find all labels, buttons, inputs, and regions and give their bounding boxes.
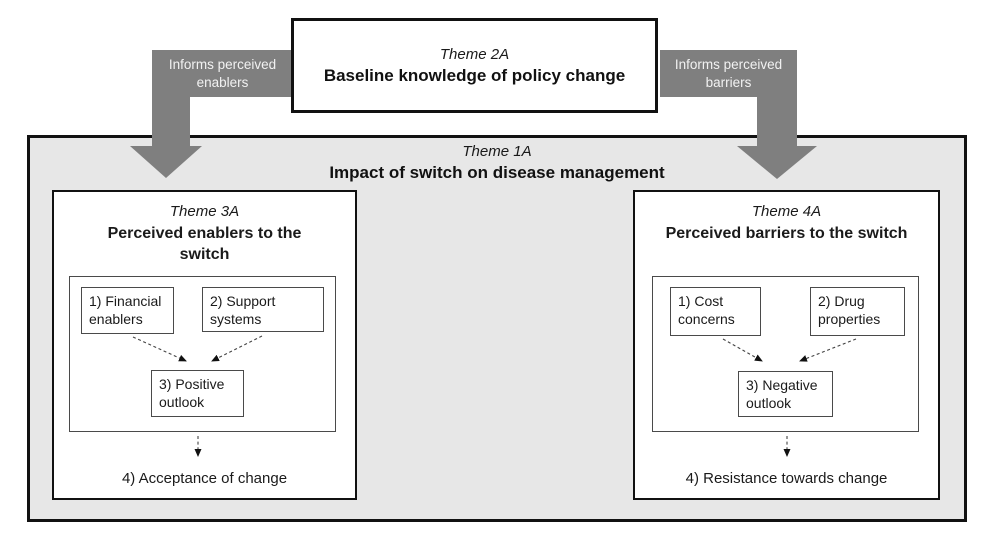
financial-enablers-box: 1) Financial enablers: [81, 287, 174, 334]
down-arrowhead-icon: [737, 146, 817, 179]
informs-barriers-text: Informs perceived barriers: [674, 56, 783, 90]
theme-4a-title: Perceived barriers to the switch: [665, 224, 908, 242]
theme-2a-box: Theme 2A Baseline knowledge of policy ch…: [291, 18, 658, 113]
barriers-cluster-box: 1) Cost concerns 2) Drug properties 3) N…: [652, 276, 919, 432]
theme-3a-label: Theme 3A: [169, 203, 240, 220]
theme-1a-label: Theme 1A: [462, 143, 532, 160]
support-systems-box: 2) Support systems: [202, 287, 324, 332]
drug-properties-box: 2) Drug properties: [810, 287, 905, 336]
theme-1a-box: Theme 1A Impact of switch on disease man…: [27, 135, 967, 522]
theme-4a-label: Theme 4A: [751, 203, 822, 220]
down-arrowhead-icon: [130, 146, 202, 178]
informs-barriers-arrow-label: Informs perceived barriers: [660, 50, 797, 97]
theme-1a-title: Impact of switch on disease management: [329, 162, 665, 182]
theme-3a-panel: Theme 3A Perceived enablers to the switc…: [52, 190, 357, 500]
enablers-cluster-box: 1) Financial enablers 2) Support systems…: [69, 276, 336, 432]
theme-2a-title: Baseline knowledge of policy change: [323, 65, 626, 85]
theme-1a-header: Theme 1A Impact of switch on disease man…: [30, 142, 964, 183]
acceptance-of-change-text: 4) Acceptance of change: [121, 470, 288, 487]
resistance-towards-change-text: 4) Resistance towards change: [685, 470, 888, 487]
theme-4a-panel: Theme 4A Perceived barriers to the switc…: [633, 190, 940, 500]
informs-enablers-text: Informs perceived enablers: [168, 56, 277, 90]
theme-2a-label: Theme 2A: [439, 46, 510, 64]
theme-3a-title: Perceived enablers to the switch: [107, 224, 302, 264]
cost-concerns-box: 1) Cost concerns: [670, 287, 761, 336]
informs-enablers-arrow-label: Informs perceived enablers: [152, 50, 293, 97]
negative-outlook-box: 3) Negative outlook: [738, 371, 833, 417]
positive-outlook-box: 3) Positive outlook: [151, 370, 244, 417]
